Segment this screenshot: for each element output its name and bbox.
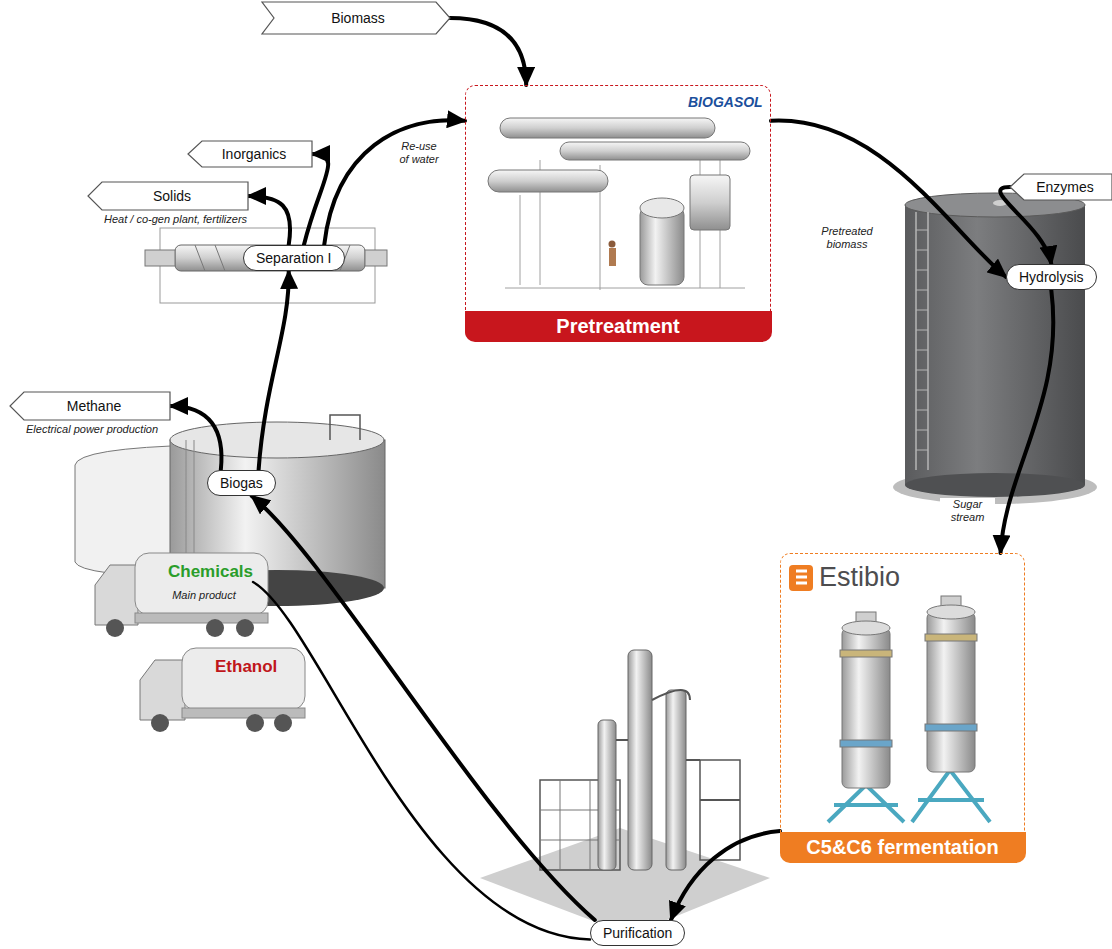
tag-shape: Biomass — [262, 2, 450, 34]
flow-arrow — [324, 120, 465, 245]
tag-shape: Enzymes — [1010, 174, 1112, 200]
label-text: Biogas — [220, 475, 263, 491]
process-box: EstibioC5&C6 fermentation — [780, 553, 1025, 862]
tag-text: Solids — [153, 188, 191, 204]
input-tag: Biomass — [262, 2, 450, 34]
brand-icon-square — [789, 565, 813, 591]
band-text: C5&C6 fermentation — [806, 836, 998, 859]
pretreatment-plant — [488, 118, 750, 290]
title-band: Pretreatment — [465, 311, 772, 342]
title-band: C5&C6 fermentation — [780, 832, 1026, 863]
tag-shape: Solids — [88, 182, 248, 210]
flow-arrow — [771, 121, 1006, 277]
tag-text: Methane — [67, 398, 121, 414]
flow-arrow — [1001, 290, 1054, 553]
company-logo: BIOGASOL — [688, 94, 763, 110]
tag-outline-path — [262, 2, 450, 34]
brand-icon-bar — [796, 569, 807, 572]
tag-outline-path — [10, 392, 170, 420]
flow-arrow — [252, 496, 595, 920]
fermenters — [828, 596, 990, 822]
tag-outline-path — [188, 141, 312, 167]
truck-text: Chemicals — [168, 562, 253, 581]
edge-label: Pretreated biomass — [812, 225, 882, 251]
brand-icon-bar — [796, 575, 807, 578]
flow-arrow — [170, 406, 221, 470]
box-heading: Estibio — [789, 562, 900, 593]
tag-text: Inorganics — [222, 146, 287, 162]
output-tag: Inorganics — [188, 141, 312, 167]
label-text: Hydrolysis — [1019, 269, 1084, 285]
tag-caption: Electrical power production — [10, 423, 170, 435]
output-tag: MethaneElectrical power production — [10, 392, 170, 435]
flow-arrow — [671, 831, 780, 920]
flow-arrow — [450, 18, 526, 85]
tag-shape: Inorganics — [188, 141, 312, 167]
tag-shape: Methane — [10, 392, 170, 420]
band-text: Pretreatment — [556, 315, 679, 338]
flow-arrow — [248, 196, 290, 245]
decanter-separator — [145, 228, 387, 303]
purification-plant — [480, 650, 770, 935]
process-label: Separation I — [243, 245, 345, 271]
tag-outline-path — [1010, 174, 1112, 200]
process-label: Purification — [590, 920, 685, 946]
product-truck: Chemicals — [168, 562, 253, 582]
edge-label: Main product — [168, 589, 240, 602]
tag-text: Biomass — [331, 10, 385, 26]
product-truck: Ethanol — [215, 657, 277, 677]
flow-arrow — [259, 271, 289, 470]
process-label: Hydrolysis — [1006, 264, 1097, 290]
brand-name: Estibio — [819, 562, 900, 593]
process-box: Pretreatment — [465, 85, 771, 341]
tag-caption: Heat / co-gen plant, fertilizers — [88, 213, 248, 225]
edge-label: Re-use of water — [398, 140, 440, 166]
brand-icon — [789, 565, 813, 591]
edge-label: Sugar stream — [940, 498, 995, 524]
output-tag: SolidsHeat / co-gen plant, fertilizers — [88, 182, 248, 225]
process-label: Biogas — [207, 470, 276, 496]
input-tag: Enzymes — [1010, 174, 1112, 200]
flow-arrow — [253, 582, 590, 940]
tag-outline-path — [88, 182, 248, 210]
label-text: Separation I — [256, 250, 332, 266]
truck-ethanol — [140, 648, 305, 732]
brand-icon-bar — [796, 581, 807, 584]
hydrolysis-tank — [893, 193, 1097, 504]
tag-text: Enzymes — [1036, 179, 1094, 195]
truck-chemicals — [95, 553, 268, 637]
label-text: Purification — [603, 925, 672, 941]
truck-text: Ethanol — [215, 657, 277, 676]
